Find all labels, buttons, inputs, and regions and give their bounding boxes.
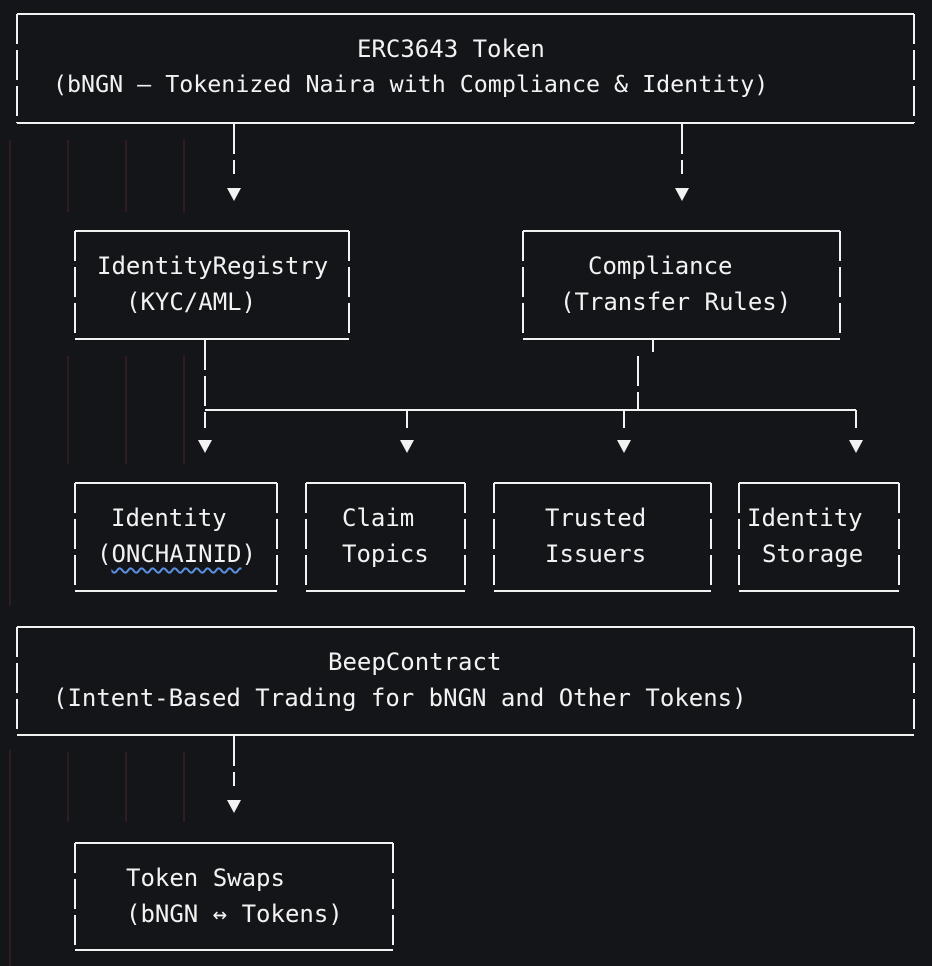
arrowhead-to-identity-storage [849,440,863,453]
identity-registry-title: IdentityRegistry [97,252,329,280]
token-swaps-title: Token Swaps [126,864,285,892]
token-box-title: ERC3643 Token [357,35,545,63]
identity-box-title: Identity [111,504,227,532]
compliance-title: Compliance [588,252,733,280]
identity-storage-box-frame [738,482,900,592]
arrowhead-to-trusted-issuers [617,440,631,453]
erc3643-token-box-frame [16,13,915,124]
indent-guides [9,140,185,966]
paren-open: ( [97,540,112,568]
identity-storage-title: Identity [747,504,863,532]
token-swaps-box-frame [74,842,394,951]
arrowhead-to-token-swaps [227,800,241,813]
trusted-issuers-box-frame [493,482,712,592]
claim-topics-box-frame [305,482,466,592]
compliance-subtitle: (Transfer Rules) [560,288,792,316]
beep-contract-title: BeepContract [328,648,502,676]
arrowhead-to-identity [198,440,212,453]
identity-box-subtitle: (ONCHAINID) [97,542,256,566]
paren-close: ) [241,540,256,568]
trusted-issuers-title: Trusted [545,504,647,532]
trusted-issuers-subtitle: Issuers [545,540,647,568]
identity-storage-subtitle: Storage [762,540,864,568]
onchainid-spellcheck-word: ONCHAINID [111,540,242,568]
identity-box-frame [74,482,278,592]
token-box-subtitle: (bNGN – Tokenized Naira with Compliance … [53,71,769,98]
arrowhead-to-compliance [675,188,689,201]
beep-contract-box-frame [16,626,915,736]
compliance-box-frame [522,230,841,340]
beep-contract-subtitle: (Intent-Based Trading for bNGN and Other… [53,684,747,712]
token-swaps-subtitle: (bNGN ↔ Tokens) [126,900,343,928]
arrowhead-to-registry [227,188,241,201]
identity-registry-subtitle: (KYC/AML) [126,288,257,316]
identity-registry-box-frame [74,230,350,340]
claim-topics-subtitle: Topics [342,540,429,568]
claim-topics-title: Claim [342,504,415,532]
arrowhead-to-claim-topics [400,440,414,453]
